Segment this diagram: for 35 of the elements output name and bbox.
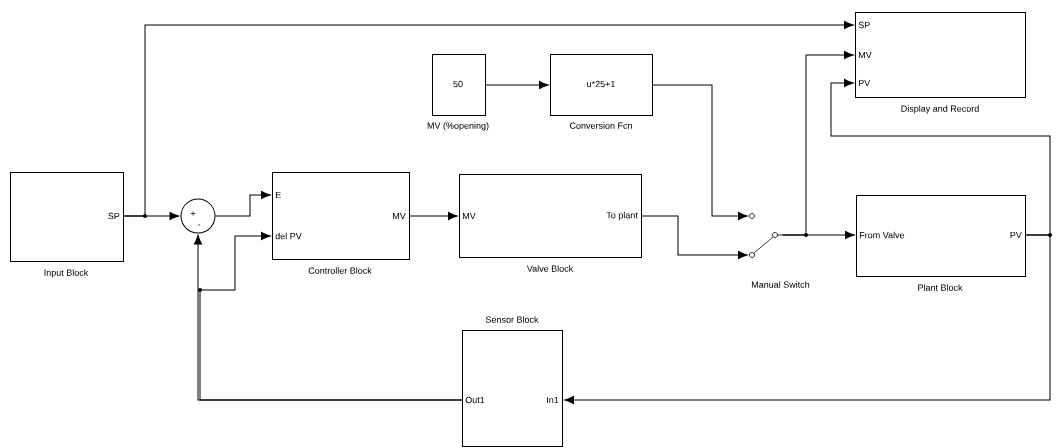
block-label: Manual Switch bbox=[751, 281, 810, 288]
arrow bbox=[215, 190, 271, 217]
block-text: u*25+1 bbox=[587, 80, 615, 88]
block-text: 50 bbox=[453, 80, 463, 88]
port-label: SP bbox=[858, 21, 870, 29]
port-label: To plant bbox=[606, 211, 638, 221]
arrow bbox=[485, 80, 549, 90]
port-label: PV bbox=[858, 79, 871, 87]
port-label: PV bbox=[1010, 231, 1022, 239]
arrow bbox=[564, 234, 1051, 405]
arrow bbox=[781, 50, 854, 236]
block-label: MV (%opening) bbox=[427, 122, 489, 131]
sign-label: + bbox=[190, 211, 196, 216]
block-label: Controller Block bbox=[308, 267, 372, 274]
arrow bbox=[830, 78, 1051, 236]
block-label: Sensor Block bbox=[485, 316, 539, 323]
arrow bbox=[123, 20, 854, 217]
block-label: Valve Block bbox=[526, 265, 574, 272]
block-label: Conversion Fcn bbox=[569, 122, 632, 129]
arrow bbox=[641, 215, 748, 260]
port-label: From Valve bbox=[859, 231, 905, 239]
port-label: SP bbox=[108, 212, 120, 220]
port-label: del PV bbox=[275, 232, 302, 240]
sign-label: - bbox=[197, 224, 201, 226]
arrow bbox=[652, 84, 748, 221]
port-label: Out1 bbox=[465, 396, 485, 404]
port-label: In1 bbox=[547, 396, 559, 404]
port-label: MV bbox=[462, 212, 476, 220]
block-label: Display and Record bbox=[901, 105, 979, 114]
port-label: MV bbox=[858, 51, 872, 59]
port-label: E bbox=[275, 191, 281, 199]
block-label: Plant Block bbox=[918, 284, 963, 291]
block-label: Input Block bbox=[44, 269, 89, 278]
port-label: MV bbox=[393, 212, 406, 220]
arrow bbox=[409, 211, 458, 221]
